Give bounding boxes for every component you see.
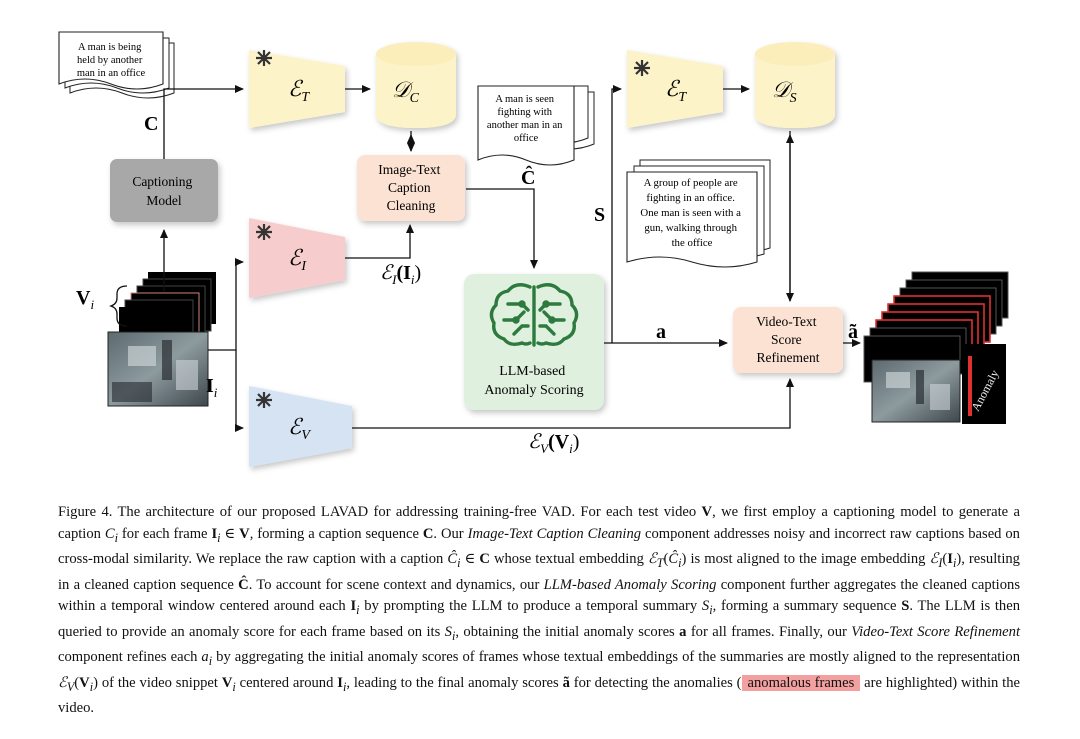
ei-label: ℰI (288, 245, 307, 274)
symbol-c-hat: Ĉ (521, 164, 535, 189)
summary-document: A group of people are fighting in an off… (626, 159, 771, 268)
ds-label: 𝒟S (772, 77, 797, 106)
figure-caption: Figure 4. The architecture of our propos… (58, 504, 1021, 717)
caption-cleaning-label: Image-Text Caption Cleaning (378, 162, 443, 213)
snowflake-icon (256, 224, 272, 240)
connectors (160, 85, 861, 432)
dc-label: 𝒟C (392, 77, 420, 106)
score-refinement-label: Video-Text Score Refinement (756, 314, 820, 365)
llm-scoring-label: LLM-based Anomaly Scoring (484, 364, 583, 398)
symbol-c: C (144, 113, 158, 135)
llm-scoring-box: LLM-based Anomaly Scoring (464, 274, 604, 410)
captioning-model-label: Captioning Model (132, 174, 195, 208)
symbol-a: a (656, 321, 666, 343)
snowflake-icon (634, 60, 650, 76)
symbol-ii: Ii (206, 375, 218, 400)
captioning-model-box: Captioning Model (110, 159, 218, 222)
brain-icon (489, 283, 579, 347)
brace-vi (108, 285, 128, 327)
database-ds (755, 42, 835, 128)
snowflake-icon (256, 50, 272, 66)
symbol-s: S (594, 204, 605, 226)
encoder-et-top: ℰT (249, 50, 345, 128)
et-right-label: ℰT (665, 76, 687, 105)
symbol-ei-ii: ℰI(Ii) (380, 262, 421, 287)
snowflake-icon (256, 392, 272, 408)
ev-label: ℰV (288, 414, 311, 443)
caption-document-mid: A man is seen fighting with another man … (477, 85, 595, 166)
encoder-ei: ℰI (249, 218, 345, 298)
doc-summary-text: A group of people are fighting in an off… (640, 177, 743, 249)
encoder-ev: ℰV (249, 386, 352, 467)
highlighted-anomalous-frames: anomalous frames (741, 674, 861, 691)
encoder-et-right: ℰT (627, 50, 723, 128)
doc-top-text: A man is being held by another man in an… (77, 42, 146, 79)
symbol-a-tilde: ã (848, 321, 858, 343)
input-video-frames (107, 272, 216, 407)
caption-cleaning-box: Image-Text Caption Cleaning (357, 155, 465, 221)
output-video-frames: Anomaly (863, 271, 1009, 424)
symbol-vi: Vi (76, 287, 94, 312)
database-dc (376, 42, 456, 128)
doc-mid-text: A man is seen fighting with another man … (487, 94, 565, 144)
score-refinement-box: Video-Text Score Refinement (733, 307, 843, 373)
caption-document-top: A man is being held by another man in an… (58, 31, 175, 99)
architecture-diagram: A man is being held by another man in an… (58, 31, 1009, 467)
symbol-ev-vi: ℰV(Vi) (528, 431, 579, 456)
et-top-label: ℰT (288, 76, 310, 105)
